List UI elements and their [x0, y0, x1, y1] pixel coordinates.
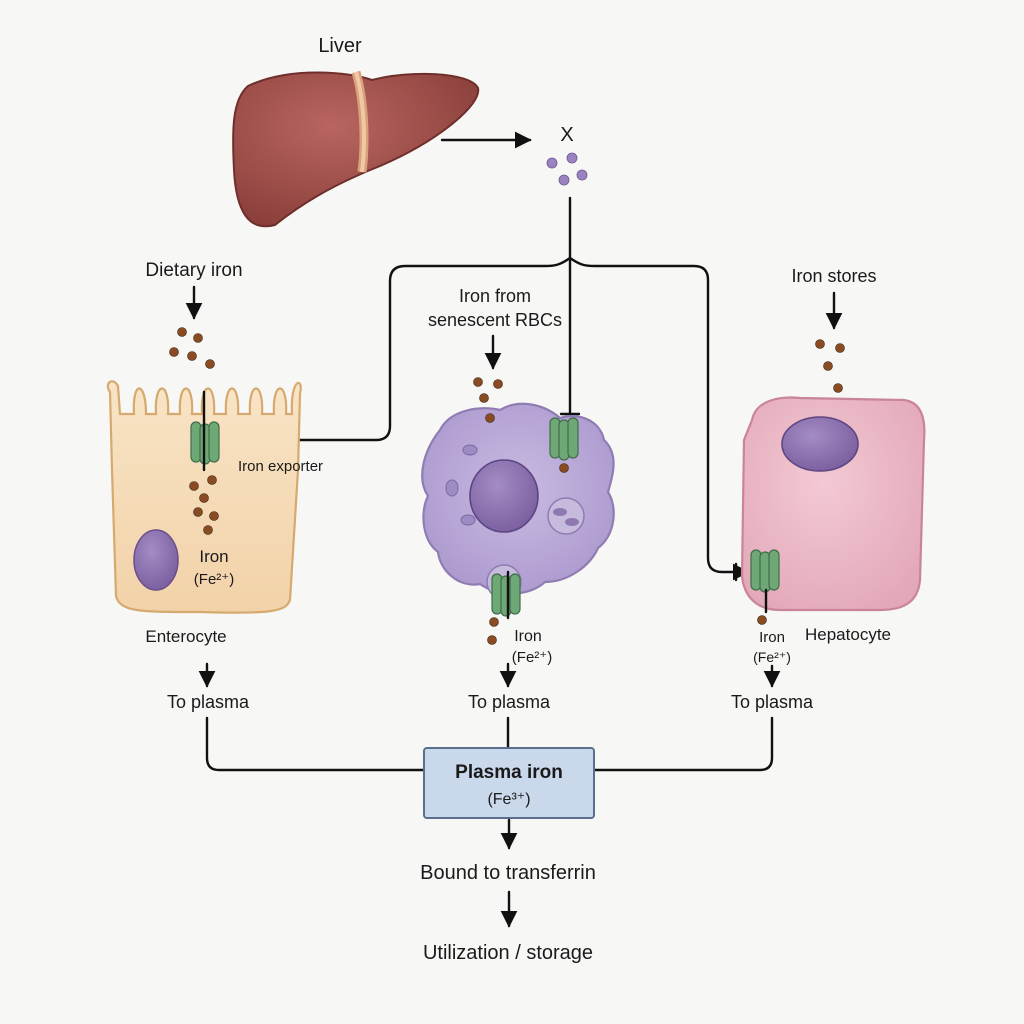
macrophage-basolateral-exporter [491, 573, 521, 617]
iron-particle [479, 393, 489, 403]
hepatocyte-iron-ion-label: (Fe²⁺) [753, 649, 791, 665]
enterocyte-nucleus [133, 529, 179, 591]
iron-particle [199, 493, 209, 503]
iron-stores-label: Iron stores [791, 266, 876, 286]
iron-particle [207, 475, 217, 485]
hormone-x-particles [546, 152, 588, 186]
hepatocyte-iron-exporter [750, 549, 780, 593]
plasma-iron-box [423, 747, 595, 819]
enterocyte-to-plasma-label: To plasma [167, 692, 250, 712]
utilization-storage-label: Utilization / storage [423, 942, 593, 964]
hepatocyte-label: Hepatocyte [805, 625, 891, 644]
bound-to-transferrin-label: Bound to transferrin [420, 862, 596, 884]
iron-particle [823, 361, 833, 371]
left-collector-line [205, 716, 426, 772]
regulatory-lines [222, 196, 750, 582]
enterocyte-iron-label: Iron [199, 547, 228, 566]
macrophage-nucleus [469, 459, 539, 533]
right-collector-line [592, 716, 774, 772]
iron-particle [489, 617, 499, 627]
phagosome [547, 497, 585, 535]
iron-particle [559, 463, 569, 473]
dietary-iron-label: Dietary iron [145, 260, 242, 281]
enterocyte-iron-ion-label: (Fe²⁺) [194, 571, 234, 588]
hepatocyte-nucleus [781, 416, 859, 472]
macrophage-iron-ion-label: (Fe²⁺) [512, 649, 552, 666]
iron-particle [205, 359, 215, 369]
macrophage-to-plasma-label: To plasma [468, 692, 551, 712]
macrophage-cell [421, 402, 615, 600]
x-to-enterocyte-arrow [222, 256, 572, 449]
iron-particle [177, 327, 187, 337]
iron-particle [189, 481, 199, 491]
hepatocyte-to-plasma-label: To plasma [731, 692, 814, 712]
hepatocyte-cell [740, 396, 926, 612]
iron-particle [835, 343, 845, 353]
iron-from-rbcs-label-line1: Iron from [459, 286, 531, 306]
iron-particle [209, 511, 219, 521]
iron-exporter-label: Iron exporter [238, 458, 323, 475]
hormone-x-particle [558, 174, 570, 186]
hepatocyte-iron-label: Iron [759, 629, 785, 646]
plasma-iron-ion-label: (Fe³⁺) [487, 791, 530, 808]
x-to-hepatocyte-arrow [568, 256, 750, 581]
iron-particle [757, 615, 767, 625]
liver-organ [232, 70, 480, 228]
macrophage-iron-exporter [549, 417, 579, 461]
hormone-x-particle [566, 152, 578, 164]
enterocyte-label: Enterocyte [145, 627, 226, 646]
iron-particle [193, 507, 203, 517]
iron-particle [203, 525, 213, 535]
iron-particle [487, 635, 497, 645]
hormone-x-particle [576, 169, 588, 181]
iron-particle [473, 377, 483, 387]
iron-particle [815, 339, 825, 349]
iron-particle [833, 383, 843, 393]
iron-from-rbcs-label-line2: senescent RBCs [428, 310, 562, 330]
plasma-iron-label: Plasma iron [455, 762, 563, 783]
hormone-x-particle [546, 157, 558, 169]
iron-particle [187, 351, 197, 361]
iron-particle [485, 413, 495, 423]
iron-particle [169, 347, 179, 357]
iron-particle [193, 333, 203, 343]
liver-label: Liver [318, 35, 362, 57]
hormone-x-label: X [560, 124, 573, 146]
macrophage-iron-label: Iron [514, 628, 542, 645]
iron-particle [493, 379, 503, 389]
